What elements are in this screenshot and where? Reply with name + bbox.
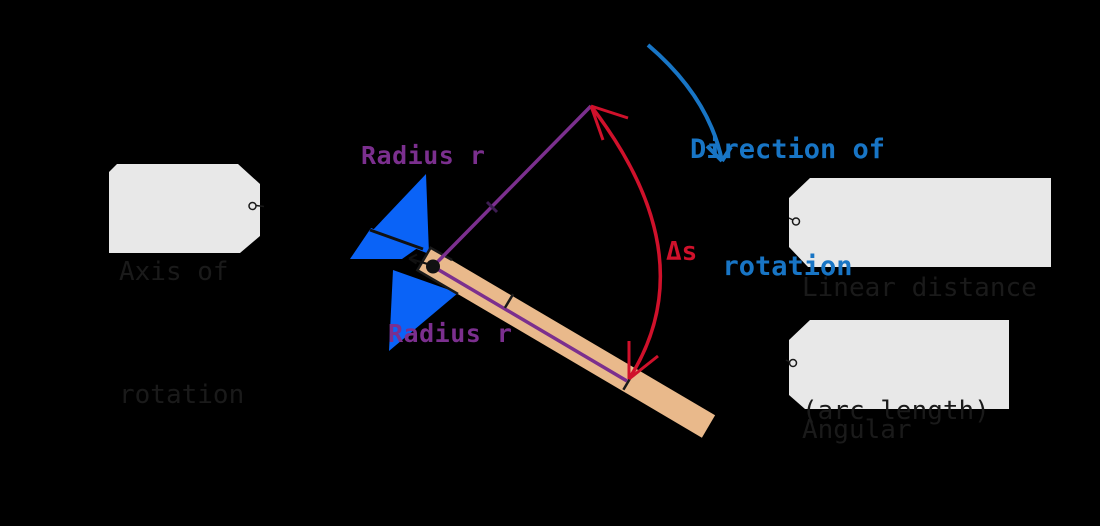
linear-line2: (arc length)	[802, 396, 990, 426]
direction-line2: rotation	[722, 251, 853, 282]
axis-line2: rotation	[119, 380, 245, 410]
radius-line-rod	[432, 264, 628, 383]
radius-line-initial	[431, 104, 593, 268]
arc-arrowhead-top	[589, 104, 629, 141]
angular-line1: Angular	[802, 415, 912, 445]
linear-line1: Linear distance	[802, 273, 1037, 303]
pivot-dot	[426, 259, 440, 274]
direction-of-rotation-label: Direction of rotation	[660, 52, 915, 364]
tag-angular-displacement-bg	[789, 320, 1009, 409]
axis-arrow-head-base-line	[369, 228, 424, 251]
axis-arrow-upper-head	[350, 228, 419, 259]
axis-arrow-upper-shaft	[372, 174, 429, 254]
direction-of-rotation-arrow	[646, 43, 724, 162]
tag-linear-distance-bg	[789, 178, 1051, 267]
radius-label-upper: Radius r	[361, 141, 486, 170]
tag-string	[785, 359, 791, 363]
arc-arrowhead-bottom	[627, 341, 659, 381]
axis-of-rotation-label: Axis of rotation	[119, 170, 244, 498]
rod-end-outline	[415, 246, 459, 296]
tag-hole-icon	[248, 201, 257, 211]
tag-hole-icon	[791, 217, 801, 226]
rod	[417, 247, 716, 438]
axis-line1: Axis of	[119, 257, 229, 287]
tag-string	[255, 204, 265, 208]
equal-length-tick-rod	[503, 293, 515, 309]
direction-arrowhead	[705, 144, 733, 163]
equal-length-tick-initial	[485, 200, 499, 214]
linear-distance-label: Linear distance (arc length)	[802, 186, 1037, 514]
tag-hole-icon	[788, 358, 798, 368]
delta-s-label: Δs	[666, 237, 698, 267]
axis-arrow-lower-shaft	[389, 270, 458, 351]
arc-length-arrow	[589, 104, 663, 380]
angular-displacement-label: Angular displacement	[802, 328, 990, 526]
radius-label-lower: Radius r	[388, 319, 513, 348]
tag-string	[788, 217, 794, 221]
direction-line1: Direction of	[689, 134, 886, 165]
pivot-pointer-arrow	[408, 253, 432, 266]
tag-axis-of-rotation-bg	[109, 164, 260, 253]
